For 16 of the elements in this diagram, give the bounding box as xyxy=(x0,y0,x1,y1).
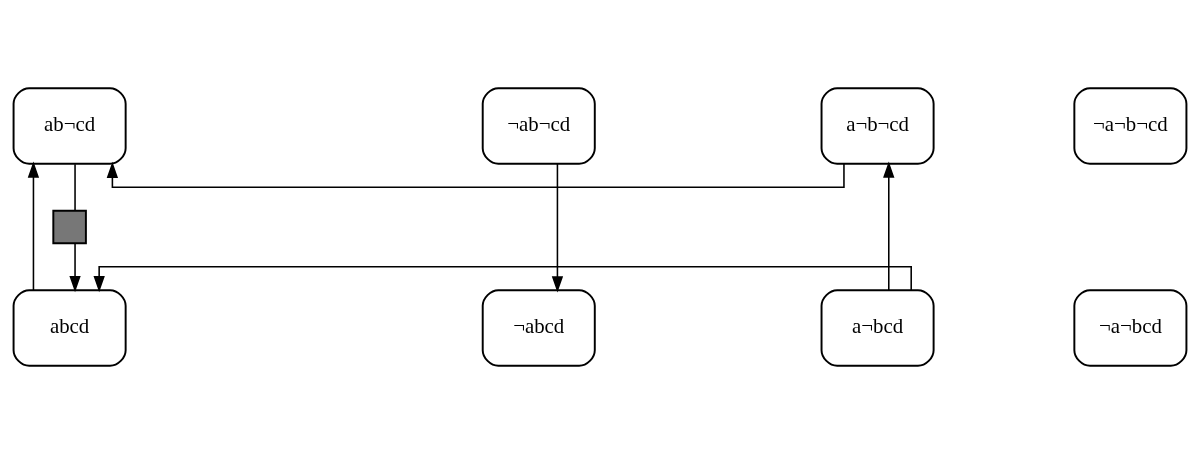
arrow xyxy=(883,160,895,291)
arrow xyxy=(106,161,845,188)
node-box: ¬a¬bcd xyxy=(1073,288,1188,367)
node-box: ab¬cd xyxy=(12,86,127,165)
arrow xyxy=(27,160,40,291)
arrow xyxy=(93,265,912,292)
node-box xyxy=(52,209,87,244)
arrow xyxy=(551,162,564,293)
connector xyxy=(74,162,76,211)
node-box: a¬b¬cd xyxy=(820,86,935,165)
arrow xyxy=(69,242,81,292)
node-box: ¬a¬b¬cd xyxy=(1073,86,1188,165)
node-box: abcd xyxy=(12,288,127,367)
node-box: ¬ab¬cd xyxy=(481,86,596,165)
node-box: ¬abcd xyxy=(481,288,596,367)
node-box: a¬bcd xyxy=(820,288,935,367)
